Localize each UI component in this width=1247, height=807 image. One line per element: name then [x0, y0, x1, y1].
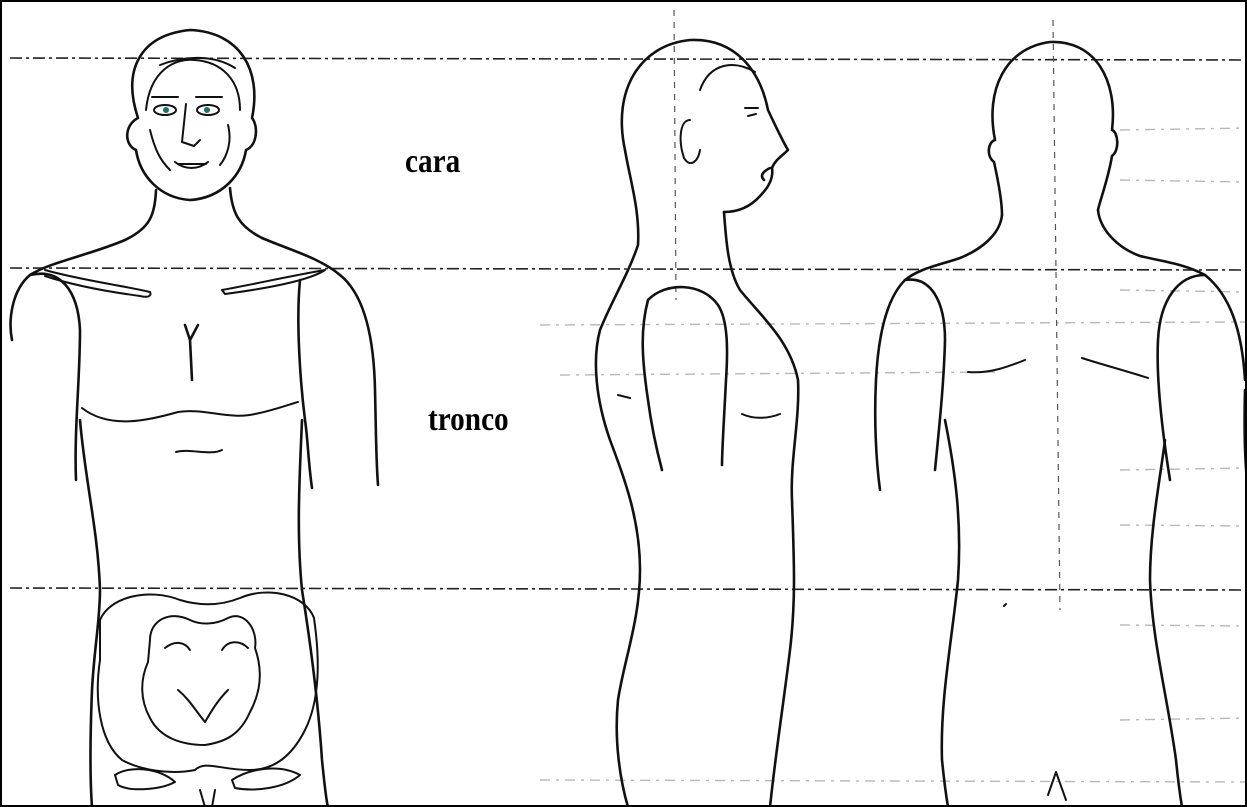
- front-right-clavicle: [222, 270, 325, 294]
- faint-scan-lines: [540, 128, 1247, 782]
- label-trunk: tronco: [428, 403, 509, 437]
- front-navel: [176, 450, 222, 452]
- label-face: cara: [405, 145, 460, 179]
- back-head-outline: [989, 42, 1117, 215]
- side-view-figure: [596, 40, 798, 807]
- side-arm: [648, 287, 727, 465]
- side-head-outline: [622, 40, 788, 212]
- horizontal-guides: [10, 58, 1247, 590]
- front-chest: [82, 402, 298, 421]
- side-ear: [681, 120, 700, 163]
- back-buttock-cleft: [1048, 772, 1066, 800]
- guide-back-center: [1053, 20, 1060, 610]
- front-hairline: [146, 60, 240, 110]
- front-mouth: [175, 162, 208, 168]
- vertical-guides: [674, 10, 1060, 610]
- back-right-scapula: [1082, 358, 1148, 378]
- front-left-clavicle: [45, 270, 151, 297]
- guide-hips: [10, 588, 1247, 590]
- back-left-scapula: [968, 360, 1025, 372]
- front-sternum: [185, 325, 198, 380]
- side-chest: [742, 414, 780, 418]
- front-right-shoulder-arm: [262, 238, 378, 485]
- front-view-figure: [11, 30, 378, 807]
- back-left-arm: [905, 280, 945, 470]
- guide-side-center: [674, 10, 676, 300]
- front-left-shoulder-arm: [11, 240, 125, 340]
- back-view-figure: [875, 42, 1247, 807]
- front-head-outline: [127, 30, 256, 200]
